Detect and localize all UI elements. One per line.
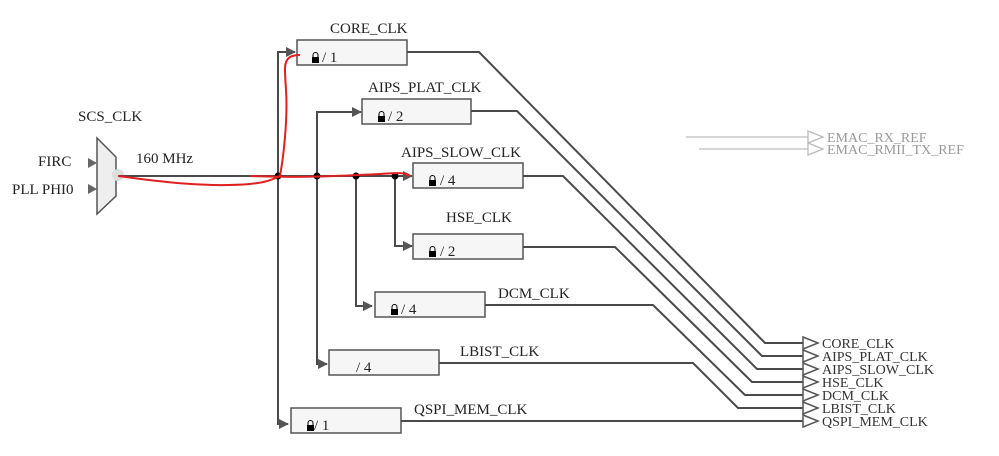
output-label[interactable]: HSE_CLK bbox=[822, 376, 883, 391]
divider-value[interactable]: / 1 bbox=[322, 50, 337, 66]
emac-rmii-tx-ref-label[interactable]: EMAC_RMII_TX_REF bbox=[827, 143, 964, 158]
divider-aips-slow-clk[interactable]: AIPS_SLOW_CLK / 4 bbox=[401, 145, 524, 189]
divider-core-clk[interactable]: CORE_CLK / 1 bbox=[296, 21, 408, 66]
divider-label: AIPS_PLAT_CLK bbox=[368, 80, 482, 96]
output-label[interactable]: AIPS_PLAT_CLK bbox=[822, 350, 928, 365]
emac-rx-ref-label[interactable]: EMAC_RX_REF bbox=[827, 131, 927, 146]
hse-route bbox=[523, 246, 803, 383]
junction-dot bbox=[391, 172, 399, 180]
divider-value[interactable]: / 2 bbox=[440, 244, 455, 260]
output-label[interactable]: QSPI_MEM_CLK bbox=[822, 415, 928, 430]
output-port-icon bbox=[802, 413, 821, 429]
mux-input-pll: PLL PHI0 bbox=[12, 182, 74, 198]
output-port-icon bbox=[807, 130, 825, 144]
output-port-icon bbox=[802, 361, 821, 377]
divider-dcm-clk[interactable]: DCM_CLK / 4 bbox=[374, 286, 570, 318]
output-port-icon bbox=[807, 142, 825, 156]
dcm-route bbox=[485, 304, 803, 396]
divider-label: HSE_CLK bbox=[446, 210, 512, 226]
output-label[interactable]: LBIST_CLK bbox=[822, 402, 896, 417]
output-port-icon bbox=[802, 348, 821, 364]
lock-icon bbox=[312, 52, 319, 63]
lock-icon bbox=[378, 111, 385, 122]
scs-clk-mux[interactable] bbox=[96, 136, 117, 216]
divider-label: DCM_CLK bbox=[498, 286, 570, 302]
firc-arrow-icon bbox=[88, 158, 97, 168]
output-port-icon bbox=[802, 374, 821, 390]
output-port-icon bbox=[802, 387, 821, 403]
divider-value[interactable]: / 4 bbox=[356, 360, 372, 376]
divider-label: CORE_CLK bbox=[330, 21, 408, 37]
lock-icon bbox=[307, 420, 314, 431]
aips-plat-route bbox=[471, 110, 803, 357]
divider-lbist-clk[interactable]: LBIST_CLK / 4 bbox=[328, 344, 539, 376]
divider-label: LBIST_CLK bbox=[460, 344, 539, 360]
mux-frequency: 160 MHz bbox=[136, 151, 193, 167]
output-port-icon bbox=[802, 335, 821, 351]
divider-aips-plat-clk[interactable]: AIPS_PLAT_CLK / 2 bbox=[361, 80, 482, 125]
output-label[interactable]: CORE_CLK bbox=[822, 337, 894, 352]
divider-qspi-mem-clk[interactable]: QSPI_MEM_CLK / 1 bbox=[290, 402, 528, 434]
highlight-annotation bbox=[117, 54, 301, 187]
output-label[interactable]: AIPS_SLOW_CLK bbox=[822, 363, 934, 378]
pll-arrow-icon bbox=[88, 184, 97, 194]
lock-icon bbox=[429, 246, 436, 257]
lbist-route bbox=[439, 362, 803, 409]
divider-value[interactable]: / 2 bbox=[388, 109, 403, 125]
lock-icon bbox=[391, 304, 398, 315]
mux-input-firc: FIRC bbox=[38, 154, 71, 170]
divider-hse-clk[interactable]: HSE_CLK / 2 bbox=[412, 210, 524, 260]
divider-value[interactable]: / 4 bbox=[440, 173, 456, 189]
divider-value[interactable]: / 1 bbox=[314, 418, 329, 434]
lock-icon bbox=[429, 175, 436, 186]
output-label[interactable]: DCM_CLK bbox=[822, 389, 889, 404]
mux-label: SCS_CLK bbox=[78, 109, 142, 125]
divider-label: AIPS_SLOW_CLK bbox=[401, 145, 521, 161]
core-clk-route bbox=[407, 51, 803, 344]
divider-value[interactable]: / 4 bbox=[401, 302, 417, 318]
divider-label: QSPI_MEM_CLK bbox=[414, 402, 528, 418]
highlight-annotation bbox=[249, 172, 411, 178]
aips-slow-route bbox=[523, 175, 803, 370]
output-port-icon bbox=[802, 400, 821, 416]
